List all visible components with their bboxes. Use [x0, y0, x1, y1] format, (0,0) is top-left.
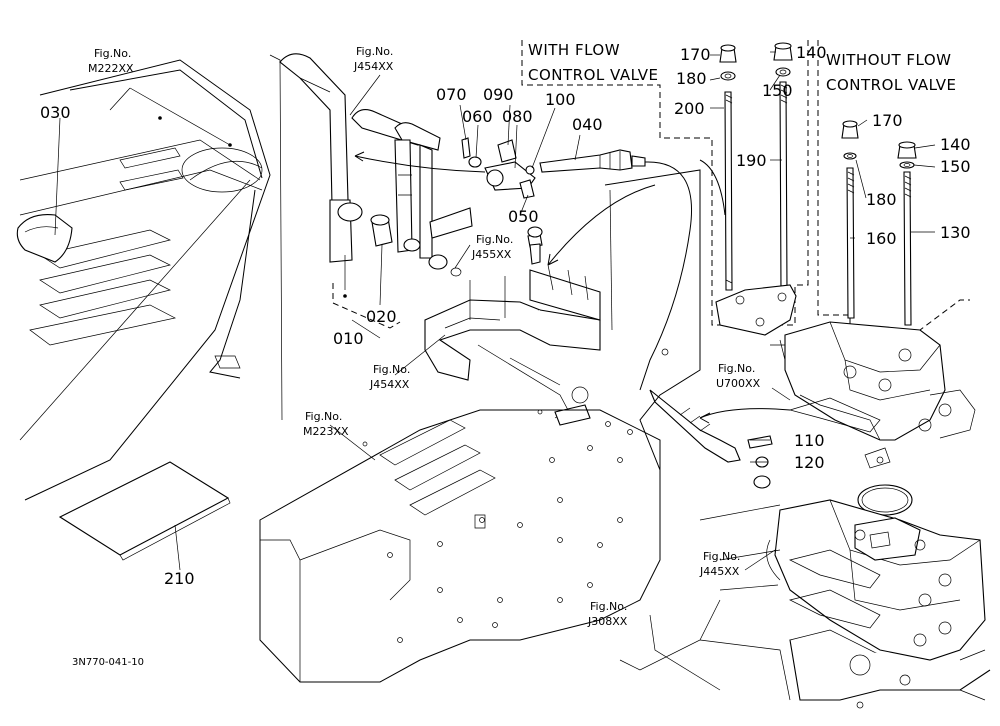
left-fender-panel	[16, 59, 271, 501]
with-flow-note-line2: CONTROL VALVE	[528, 66, 659, 84]
fig-ref-j454-top-line2[interactable]: J454XX	[353, 60, 394, 73]
assembly-arrow-3	[547, 184, 656, 266]
part-180-without-flow[interactable]: 180	[866, 190, 897, 209]
drawing-code: 3N770-041-10	[72, 657, 144, 668]
fig-ref-j445-line2[interactable]: J445XX	[699, 565, 740, 578]
with-flow-box	[521, 40, 809, 326]
part-100[interactable]: 100	[545, 90, 576, 109]
part-190[interactable]: 190	[736, 151, 767, 170]
fig-ref-m223-line1[interactable]: Fig.No.	[305, 410, 342, 423]
part-130[interactable]: 130	[940, 223, 971, 242]
control-valve-upper	[770, 321, 976, 469]
part-150-without-flow[interactable]: 150	[940, 157, 971, 176]
fig-ref-j455-line2[interactable]: J455XX	[471, 248, 512, 261]
part-040[interactable]: 040	[572, 115, 603, 134]
control-cable-040	[539, 149, 773, 489]
without-flow-note-line1: WITHOUT FLOW	[826, 51, 952, 69]
part-050[interactable]: 050	[508, 207, 539, 226]
fig-ref-j308-line2[interactable]: J308XX	[587, 615, 628, 628]
with-flow-bolts	[719, 42, 793, 293]
fig-ref-j308-line1[interactable]: Fig.No.	[590, 600, 627, 613]
manual-210	[58, 461, 230, 556]
without-flow-note-line2: CONTROL VALVE	[826, 76, 957, 94]
leader-lines	[54, 51, 936, 691]
o-ring	[857, 484, 913, 516]
with-flow-note-line1: WITH FLOW	[528, 41, 620, 59]
part-020[interactable]: 020	[366, 307, 397, 326]
fig-ref-j454-mid-line2[interactable]: J454XX	[369, 378, 410, 391]
part-140-with-flow[interactable]: 140	[796, 43, 827, 62]
fig-ref-m222-line2[interactable]: M222XX	[88, 62, 134, 75]
part-210[interactable]: 210	[164, 569, 195, 588]
assembly-arrow-1	[354, 155, 486, 173]
fig-ref-u700-line2[interactable]: U700XX	[716, 377, 761, 390]
part-090[interactable]: 090	[483, 85, 514, 104]
part-150-with-flow[interactable]: 150	[762, 81, 793, 100]
assembly-arrow-4	[699, 408, 791, 419]
part-080[interactable]: 080	[502, 107, 533, 126]
part-160[interactable]: 160	[866, 229, 897, 248]
control-valve-lower	[699, 499, 991, 709]
assembly-arrow-2	[699, 159, 726, 216]
fig-ref-j455-line1[interactable]: Fig.No.	[476, 233, 513, 246]
part-120[interactable]: 120	[794, 453, 825, 472]
fig-ref-m222-line1[interactable]: Fig.No.	[94, 47, 131, 60]
fig-ref-j454-mid-line1[interactable]: Fig.No.	[373, 363, 410, 376]
fig-ref-u700-line1[interactable]: Fig.No.	[718, 362, 755, 375]
part-200[interactable]: 200	[674, 99, 705, 118]
group-bracket-010	[332, 283, 401, 329]
part-010[interactable]: 010	[333, 329, 364, 348]
boundary-line	[269, 54, 283, 421]
part-110[interactable]: 110	[794, 431, 825, 450]
part-070[interactable]: 070	[436, 85, 467, 104]
fig-ref-j454-top-line1[interactable]: Fig.No.	[356, 45, 393, 58]
part-170-with-flow[interactable]: 170	[680, 45, 711, 64]
part-060[interactable]: 060	[462, 107, 493, 126]
floor-plate	[259, 409, 721, 683]
fig-ref-j445-line1[interactable]: Fig.No.	[703, 550, 740, 563]
part-030[interactable]: 030	[40, 103, 71, 122]
seat-pad-030	[16, 213, 73, 263]
flow-control-block	[715, 284, 797, 336]
part-180-with-flow[interactable]: 180	[676, 69, 707, 88]
support-plate	[571, 169, 701, 560]
linkage-hardware	[461, 137, 543, 265]
without-flow-bolts	[841, 120, 917, 326]
mounting-bracket	[424, 264, 601, 426]
part-140-without-flow[interactable]: 140	[940, 135, 971, 154]
lever-assembly	[279, 53, 473, 277]
part-170-without-flow[interactable]: 170	[872, 111, 903, 130]
fig-ref-m223-line2[interactable]: M223XX	[303, 425, 349, 438]
